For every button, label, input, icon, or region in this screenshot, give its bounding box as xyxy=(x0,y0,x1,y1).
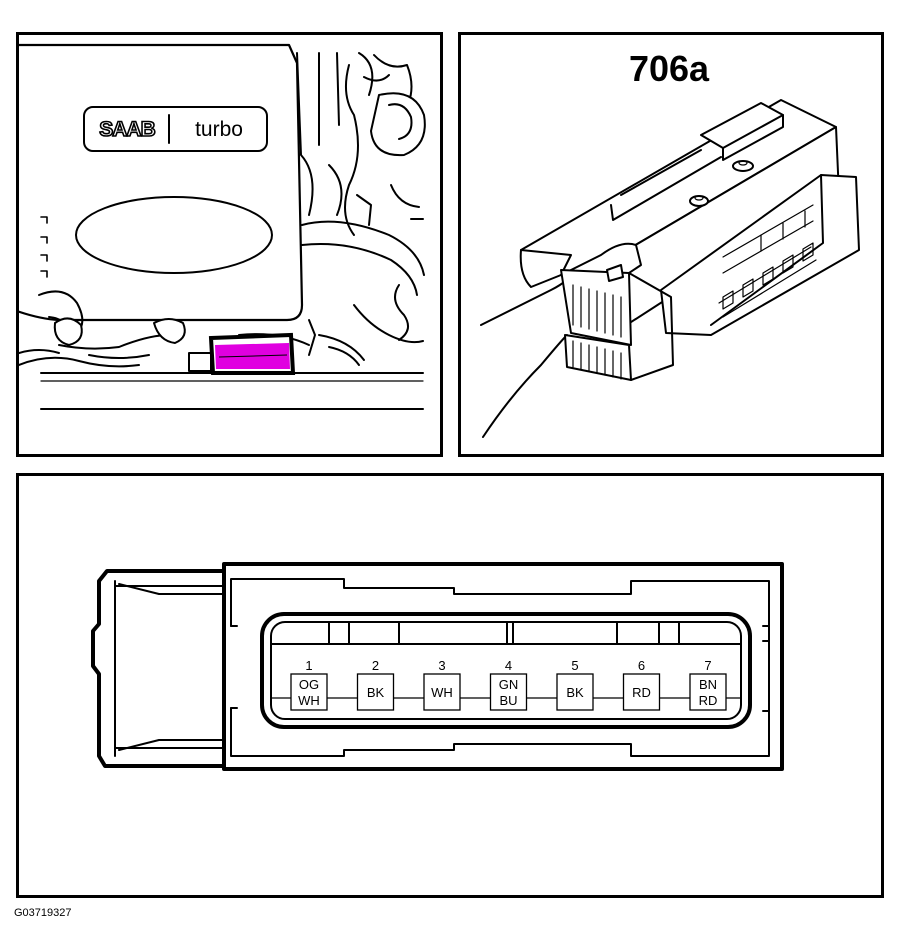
pin-color-box xyxy=(356,673,395,711)
pin-number: 7 xyxy=(704,658,711,673)
pin-3: 3WH xyxy=(423,658,461,711)
pin-color-box xyxy=(556,673,594,711)
pin-wire-color: BK xyxy=(566,685,584,700)
pin-number: 4 xyxy=(505,658,512,673)
badge-brand-text: SAAB xyxy=(99,118,155,141)
pin-color-box xyxy=(689,673,727,711)
pin-color-box xyxy=(622,673,661,711)
pin-wire-color: BK xyxy=(367,685,385,700)
pin-wire-color: RD xyxy=(632,685,651,700)
pin-number: 5 xyxy=(571,658,578,673)
pin-5: 5BK xyxy=(556,658,594,711)
badge-model-text: turbo xyxy=(195,118,243,141)
pin-wire-color: GN xyxy=(499,677,519,692)
pin-6: 6RD xyxy=(622,658,661,711)
pin-wire-color: WH xyxy=(431,685,453,700)
engine-bay-drawing: SAAB turbo xyxy=(19,43,426,410)
pin-number: 1 xyxy=(305,658,312,673)
pin-wire-color-secondary: WH xyxy=(298,693,320,708)
connector-latch xyxy=(91,569,224,768)
engine-bay-panel: SAAB turbo xyxy=(16,32,443,457)
pin-wire-color: BN xyxy=(699,677,717,692)
pin-2: 2BK xyxy=(356,658,395,711)
pin-color-box xyxy=(423,673,461,711)
pin-number: 2 xyxy=(372,658,379,673)
cover-oval xyxy=(75,196,273,274)
connector-housing xyxy=(222,562,784,771)
pin-wire-color-secondary: BU xyxy=(499,693,517,708)
figure-code: G03719327 xyxy=(14,907,72,919)
pin-wire-color-secondary: RD xyxy=(699,693,718,708)
pin-color-box xyxy=(489,673,528,711)
pin-wire-color: OG xyxy=(299,677,319,692)
pin-cavity xyxy=(260,612,752,729)
pin-number: 3 xyxy=(438,658,445,673)
connector-label: 706a xyxy=(629,48,710,89)
saab-badge xyxy=(83,106,268,152)
pin-color-box xyxy=(290,673,328,711)
connector-drawing: 706a xyxy=(480,48,860,438)
connector-panel: 706a xyxy=(458,32,884,457)
pin-number: 6 xyxy=(638,658,645,673)
